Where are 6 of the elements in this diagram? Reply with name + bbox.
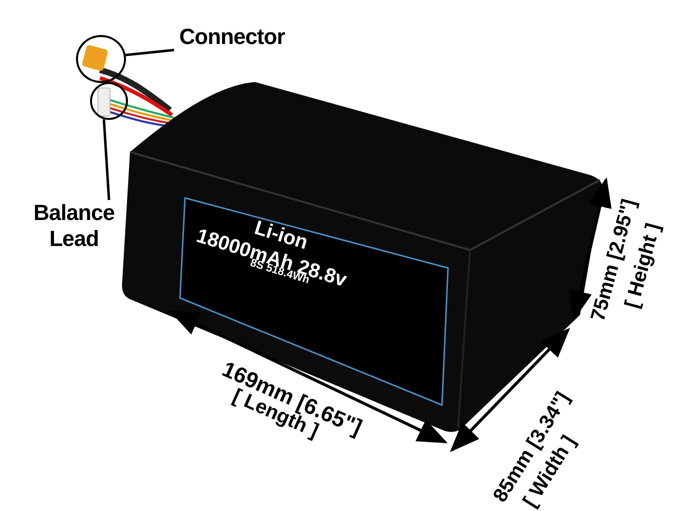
callout-label: Balance Lead <box>24 200 124 252</box>
highlight-circle <box>76 35 126 83</box>
leader-line <box>102 119 110 200</box>
highlight-circle <box>90 82 128 120</box>
leader-line <box>126 48 174 56</box>
callout-label: Connector <box>174 24 290 50</box>
